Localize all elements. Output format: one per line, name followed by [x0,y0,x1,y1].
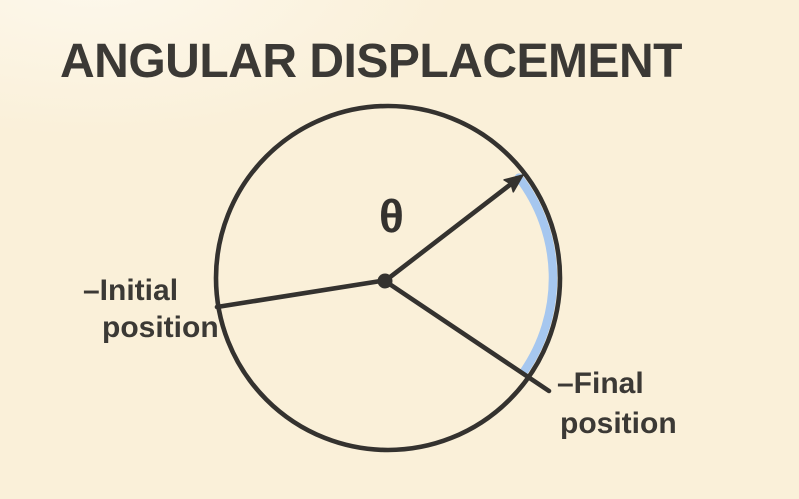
initial-position-label-line2: position [102,311,219,344]
initial-position-label: –Initial position [83,272,219,346]
final-position-line [382,278,552,394]
center-pivot-dot [377,273,393,289]
displacement-arc-highlight [514,173,558,376]
initial-position-label-line1: –Initial [83,274,179,307]
rotation-circle [213,103,563,453]
arrowhead-icon [503,174,524,193]
theta-angle-label: θ [379,190,404,242]
final-position-label-line1: –Final [557,367,644,400]
initial-position-line [214,277,390,310]
final-position-label: –Final position [557,364,677,444]
page-title: ANGULAR DISPLACEMENT [60,35,683,88]
final-position-label-line2: position [560,407,677,440]
displacement-arrow-shaft [382,181,514,284]
